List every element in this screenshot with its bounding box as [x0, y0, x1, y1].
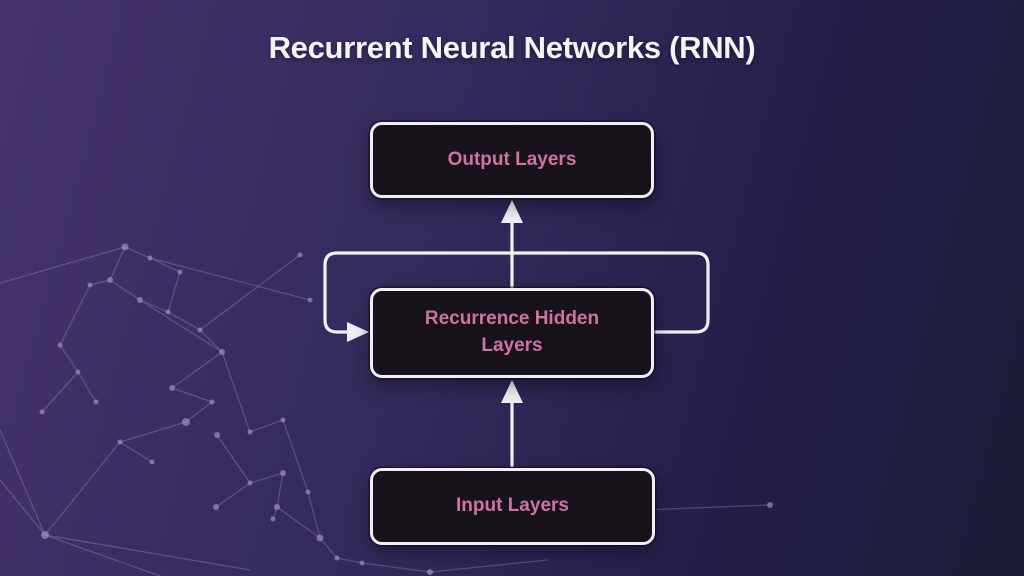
arrowhead-up-hidden	[501, 380, 523, 403]
node-recurrence-hidden-layers: Recurrence Hidden Layers	[370, 288, 654, 378]
node-output-layers-label: Output Layers	[447, 148, 577, 170]
recurrence-loop-arrow	[323, 251, 710, 342]
recurrence-loop-arrowhead	[347, 322, 369, 342]
constellation-edges	[0, 246, 771, 576]
arrowhead-up-output	[501, 200, 523, 223]
arrow-input-to-hidden	[501, 380, 523, 467]
page-title: Recurrent Neural Networks (RNN)	[268, 30, 756, 65]
node-output-layers: Output Layers	[370, 122, 654, 198]
constellation-dots	[39, 243, 773, 575]
arrow-hidden-to-output	[501, 200, 523, 289]
node-recurrence-hidden-layers-label: Recurrence Hidden Layers	[424, 308, 600, 356]
node-input-layers-label: Input Layers	[456, 495, 569, 517]
node-input-layers: Input Layers	[370, 468, 655, 545]
